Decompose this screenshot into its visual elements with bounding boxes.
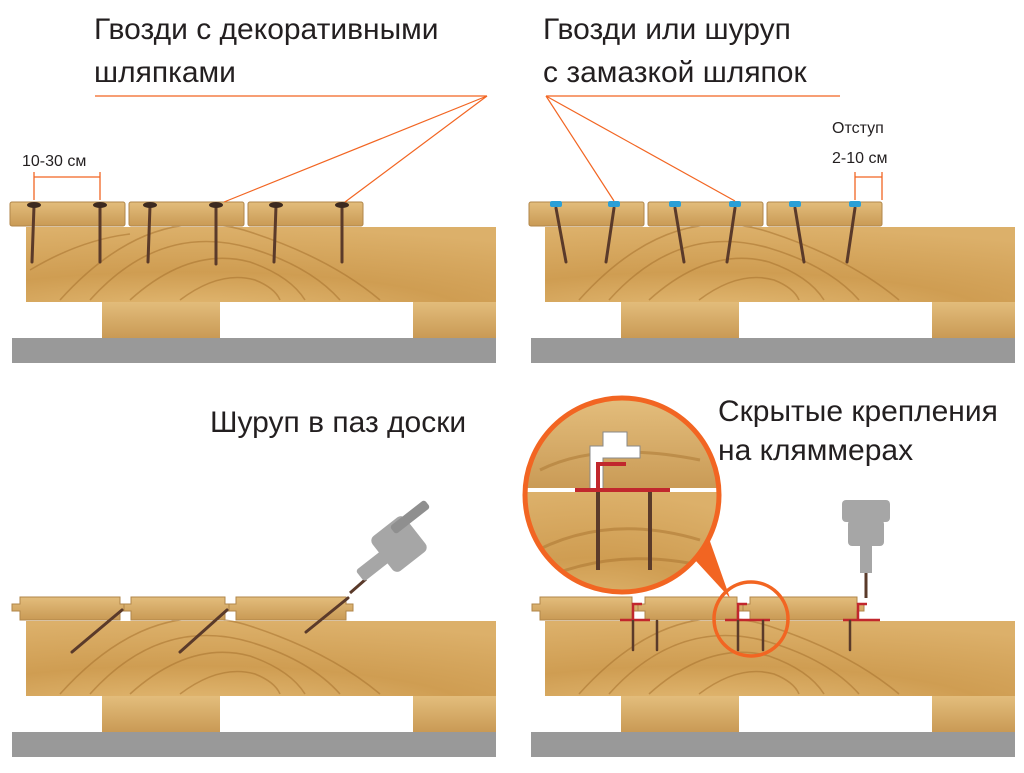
nail-gun-icon — [349, 500, 430, 595]
beam — [26, 621, 496, 696]
ground-slab — [531, 338, 1015, 363]
spacing-dimension — [33, 172, 101, 200]
hidden-clips-title-line2: на кляммерах — [718, 434, 913, 467]
offset-dimension — [854, 172, 883, 200]
joist — [102, 301, 220, 338]
leader-lines — [545, 95, 840, 202]
panel-decorative-nails: 10-30 см Гвозди с декоративными шляпками — [9, 13, 496, 363]
panel-hidden-clips: Скрытые крепления на кляммерах — [522, 395, 1015, 757]
panel-screw-groove: Шуруп в паз доски — [11, 406, 496, 757]
joist — [413, 301, 496, 338]
decor-nails-title-line2: шляпками — [94, 56, 236, 89]
wood-grain — [29, 223, 381, 301]
tongue-groove-boards — [531, 596, 865, 621]
magnifier-circle-icon — [522, 395, 730, 598]
nail-heads — [27, 202, 349, 208]
leader-lines — [95, 95, 488, 203]
screwdriver-icon — [842, 500, 890, 598]
joist — [621, 301, 739, 338]
putty-nails-title-line1: Гвозди или шуруп — [543, 13, 791, 46]
putty-caps — [550, 201, 861, 207]
joist — [413, 696, 496, 732]
beam — [545, 621, 1015, 696]
clip-screws — [631, 619, 852, 652]
angled-nails — [554, 206, 857, 264]
offset-label-line2: 2-10 см — [832, 150, 887, 167]
ground-slab — [12, 338, 496, 363]
tongue-groove-boards — [11, 596, 354, 621]
wood-grain — [59, 617, 381, 695]
ground-slab — [531, 732, 1015, 757]
wood-grain — [578, 223, 900, 301]
offset-label-line1: Отступ — [832, 120, 884, 137]
decorative-nails — [30, 204, 344, 266]
ground-slab — [12, 732, 496, 757]
hidden-clips-title-line1: Скрытые крепления — [718, 395, 998, 428]
zoom-target-circle — [712, 580, 790, 658]
deck-boards — [9, 201, 364, 227]
joist — [102, 696, 220, 732]
joist — [621, 696, 739, 732]
joist — [932, 301, 1015, 338]
deck-boards — [528, 201, 883, 227]
beam — [545, 227, 1015, 302]
joist — [932, 696, 1015, 732]
screw-groove-title: Шуруп в паз доски — [210, 406, 466, 439]
panel-putty-nails: Отступ 2-10 см Гвозди или шуруп с замазк… — [528, 13, 1015, 363]
putty-nails-title-line2: с замазкой шляпок — [543, 56, 807, 89]
beam — [26, 227, 496, 302]
clips — [620, 602, 880, 622]
spacing-label: 10-30 см — [22, 153, 86, 170]
decor-nails-title-line1: Гвозди с декоративными — [94, 13, 439, 46]
angled-screws — [70, 596, 350, 654]
